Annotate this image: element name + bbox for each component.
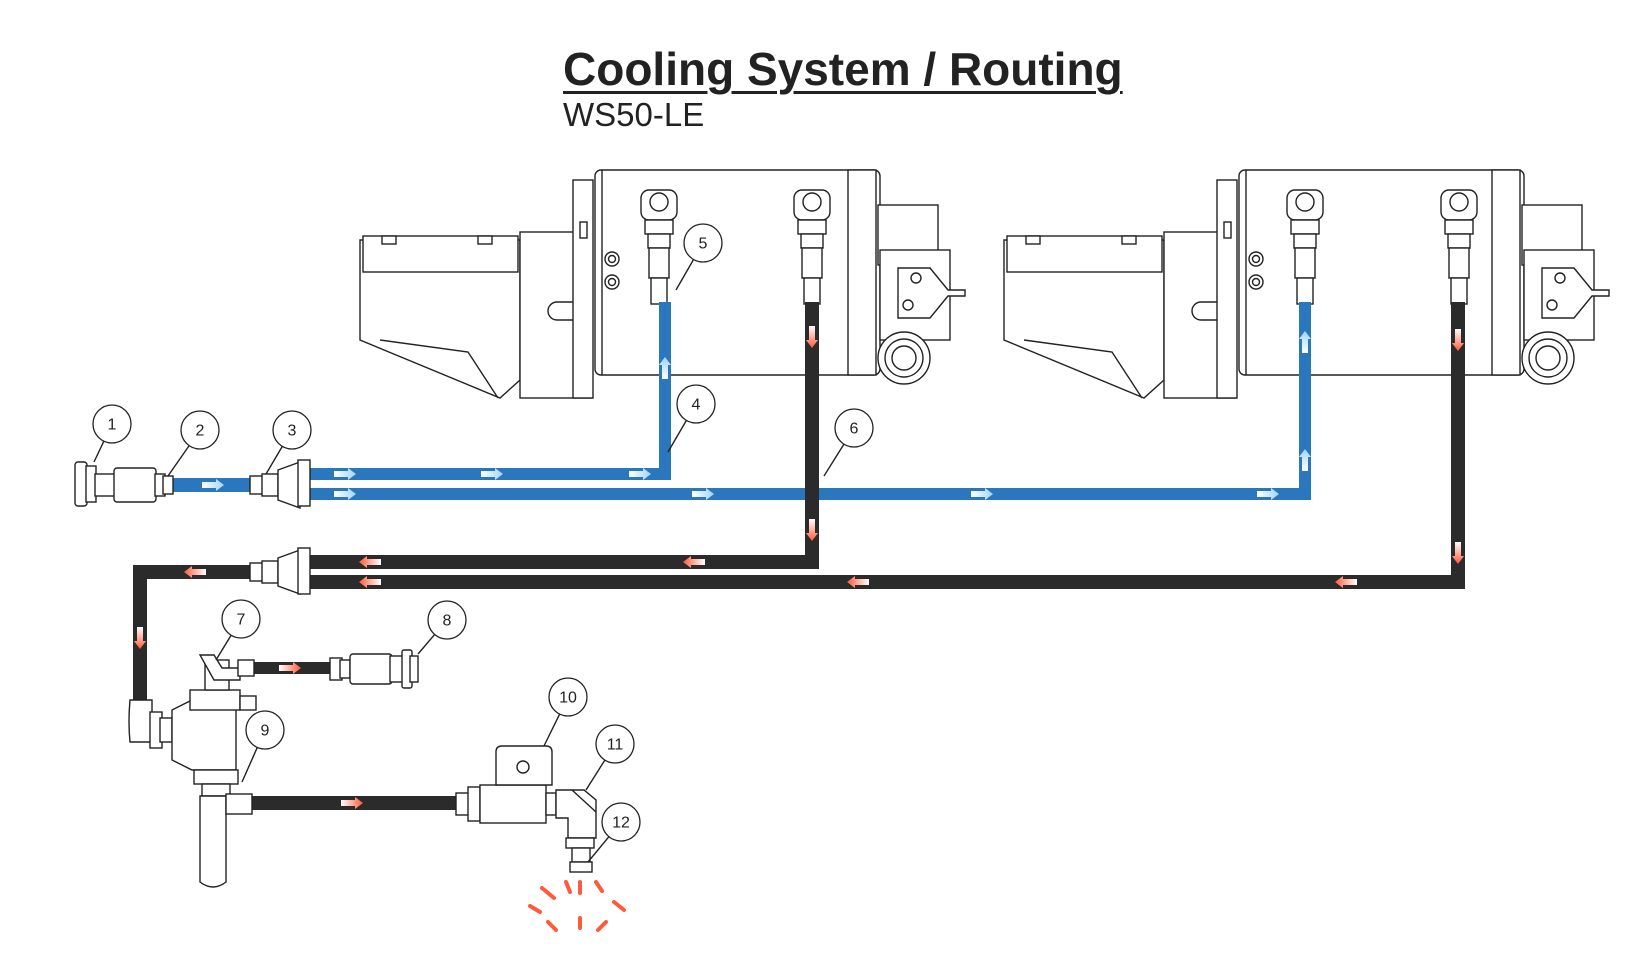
- diagram-subtitle: WS50-LE: [563, 96, 705, 133]
- supply-flow-arrow: [1257, 488, 1279, 500]
- supply-flow-arrow: [334, 468, 356, 480]
- callout-leader: [241, 747, 258, 783]
- callout-leader: [215, 634, 232, 661]
- callout-leader: [823, 443, 845, 477]
- callout-circle: [595, 724, 635, 764]
- return-flow-arrow: [1335, 576, 1357, 588]
- callout-10: 10: [543, 677, 588, 747]
- callout-2: 2: [167, 410, 220, 477]
- spray-pattern: [528, 880, 626, 932]
- callout-6: 6: [823, 408, 874, 477]
- return-flow-arrow: [847, 576, 869, 588]
- callout-leader: [417, 634, 436, 655]
- callout-leader: [587, 836, 610, 863]
- supply-flow-arrow: [202, 479, 224, 491]
- return-flow-arrow: [184, 566, 206, 578]
- callout-number: 12: [612, 815, 630, 832]
- callout-1: 1: [92, 404, 132, 463]
- callout-number: 4: [692, 397, 701, 414]
- return-flow-arrow: [1452, 329, 1464, 351]
- return-flow-arrow: [806, 326, 818, 348]
- callout-number: 9: [261, 723, 270, 740]
- supply-line-right-welder: [310, 302, 1311, 500]
- callout-12: 12: [587, 802, 641, 863]
- callout-4: 4: [667, 384, 716, 453]
- return-flow-arrow: [359, 576, 381, 588]
- supply-flow-arrow: [334, 488, 356, 500]
- callout-leader: [93, 440, 105, 463]
- callout-circle: [427, 600, 467, 640]
- callout-circle: [601, 802, 641, 842]
- flow-arrows: [134, 326, 1464, 809]
- return-flow-arrow: [683, 556, 705, 568]
- callout-circle: [272, 410, 312, 450]
- supply-flow-arrow: [692, 488, 714, 500]
- callout-11: 11: [585, 724, 635, 791]
- callout-number: 10: [559, 690, 577, 707]
- callout-circle: [548, 677, 588, 717]
- callout-9: 9: [241, 710, 285, 783]
- callout-circle: [245, 710, 285, 750]
- callout-leader: [667, 420, 688, 453]
- callout-leader: [543, 713, 561, 747]
- callout-circle: [92, 404, 132, 444]
- callout-5: 5: [675, 223, 723, 291]
- return-flow-arrow: [806, 519, 818, 541]
- callout-number: 8: [443, 613, 452, 630]
- callout-number: 6: [850, 421, 859, 438]
- supply-flow-arrow: [481, 468, 503, 480]
- callout-circle: [676, 384, 716, 424]
- supply-flow-arrow: [629, 468, 651, 480]
- callout-7: 7: [215, 599, 261, 661]
- supply-flow-arrow: [971, 488, 993, 500]
- return-flow-arrow: [341, 797, 363, 809]
- return-manifold: [249, 547, 311, 595]
- callout-leader: [265, 446, 283, 475]
- return-lines: [133, 302, 1465, 810]
- callout-number: 2: [196, 423, 205, 440]
- diagram-title: Cooling System / Routing: [563, 43, 1123, 95]
- callout-number: 5: [699, 236, 708, 253]
- callout-leader: [585, 759, 606, 791]
- supply-flow-arrow: [659, 357, 671, 379]
- return-line-left-welder: [310, 302, 819, 569]
- callout-circle: [221, 599, 261, 639]
- callout-number: 11: [607, 737, 624, 754]
- return-line-right-welder: [310, 302, 1465, 589]
- return-line-to-valve: [133, 565, 252, 700]
- supply-flow-arrow: [1299, 331, 1311, 353]
- return-flow-arrow: [279, 662, 301, 674]
- return-flow-arrow: [359, 556, 381, 568]
- callout-3: 3: [265, 410, 312, 475]
- callout-circle: [683, 223, 723, 263]
- callout-8: 8: [417, 600, 467, 655]
- solenoid-assembly: [455, 745, 597, 873]
- callout-leader: [675, 259, 695, 291]
- callout-circle: [180, 410, 220, 450]
- inlet-fittings: [74, 459, 311, 509]
- supply-flow-arrow: [1299, 449, 1311, 471]
- valve-assembly: [128, 649, 419, 888]
- return-flow-arrow: [1452, 542, 1464, 564]
- callout-number: 3: [288, 423, 297, 440]
- callout-circle: [834, 408, 874, 448]
- callout-number: 7: [237, 612, 246, 629]
- callout-number: 1: [108, 417, 117, 434]
- return-flow-arrow: [134, 627, 146, 649]
- callout-leader: [167, 445, 190, 477]
